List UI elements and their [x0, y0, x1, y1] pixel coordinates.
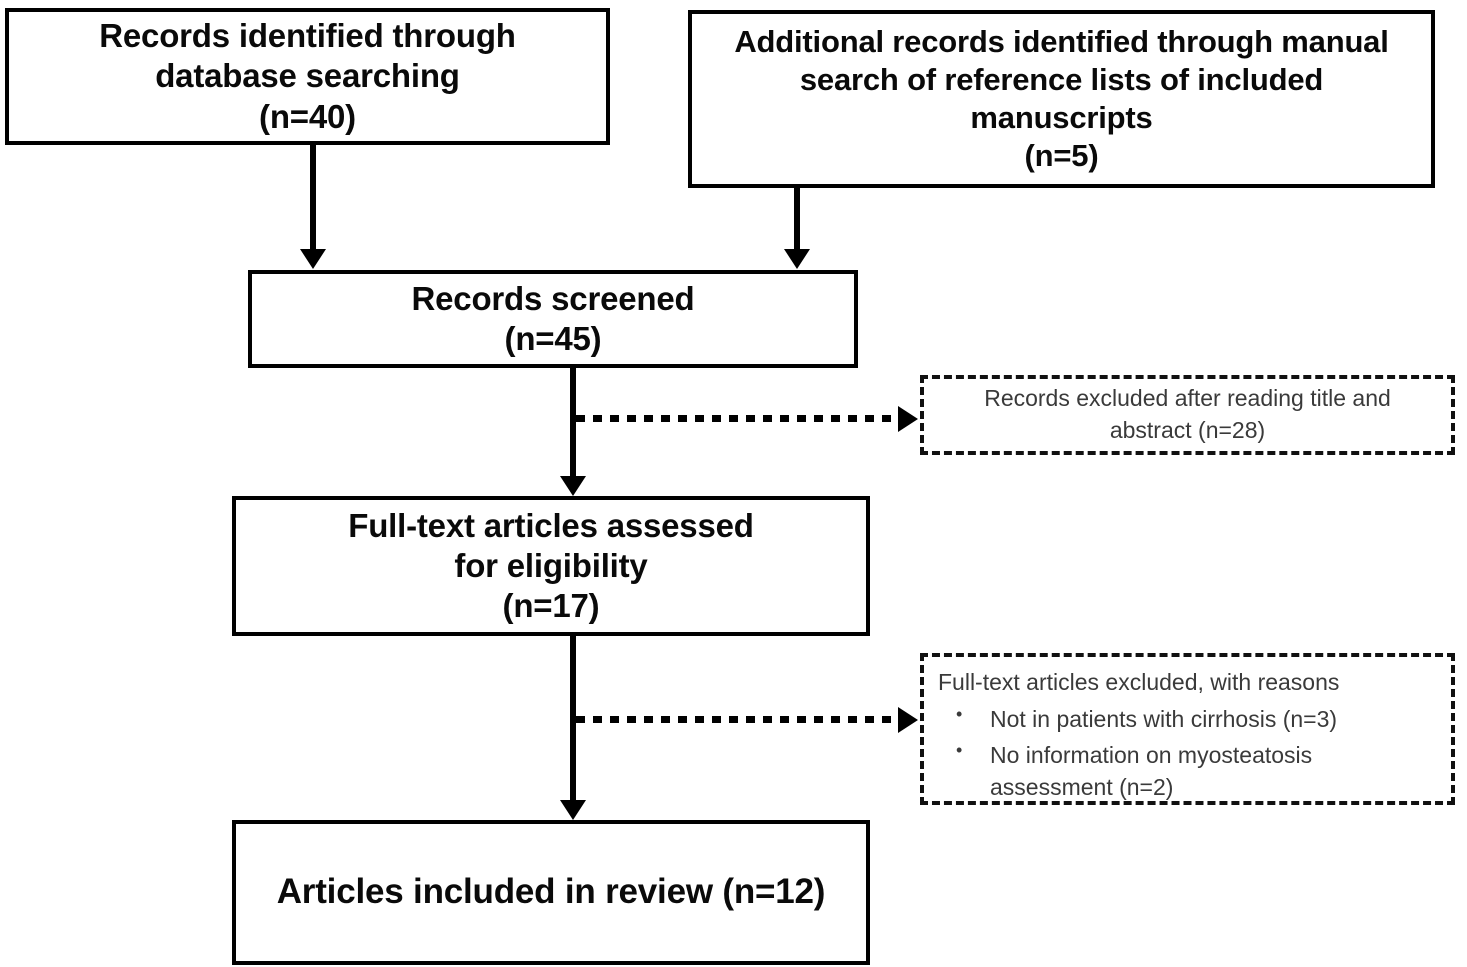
- connector-screened-to-fulltext-line: [570, 368, 576, 478]
- connector-fulltext-to-excluded-line: [576, 716, 898, 723]
- bullet-icon: •: [956, 740, 963, 761]
- box-records-excluded-screening-text: Records excluded after reading title and…: [984, 385, 1391, 443]
- box-records-excluded-screening: Records excluded after reading title and…: [920, 375, 1455, 455]
- connector-screened-to-excluded-line: [576, 415, 898, 422]
- list-item: • Not in patients with cirrhosis (n=3): [956, 704, 1439, 736]
- box-records-screened-text: Records screened(n=45): [411, 279, 695, 357]
- box-records-screened: Records screened(n=45): [248, 270, 858, 368]
- box-articles-included: Articles included in review (n=12): [232, 820, 870, 965]
- list-item: • No information on myosteatosis assessm…: [956, 740, 1439, 803]
- list-item-label-continued: assessment (n=2): [990, 774, 1174, 801]
- connector-database-to-screened-line: [310, 145, 316, 251]
- connector-fulltext-to-included-line: [570, 636, 576, 802]
- fulltext-excluded-reason-list: • Not in patients with cirrhosis (n=3) •…: [938, 704, 1439, 804]
- box-records-identified-manual-text: Additional records identified through ma…: [734, 24, 1389, 173]
- connector-database-to-screened-arrowhead: [300, 249, 326, 269]
- bullet-icon: •: [956, 703, 963, 724]
- connector-fulltext-to-included-arrowhead: [560, 800, 586, 820]
- box-fulltext-excluded-heading: Full-text articles excluded, with reason…: [938, 669, 1340, 695]
- list-item-label: No information on myosteatosis: [990, 742, 1313, 769]
- connector-manual-to-screened-arrowhead: [784, 249, 810, 269]
- box-records-identified-manual: Additional records identified through ma…: [688, 10, 1435, 188]
- connector-screened-to-excluded-arrowhead: [898, 406, 918, 432]
- list-item-label: Not in patients with cirrhosis (n=3): [990, 705, 1338, 732]
- box-fulltext-excluded-reasons: Full-text articles excluded, with reason…: [920, 653, 1455, 805]
- connector-screened-to-fulltext-arrowhead: [560, 476, 586, 496]
- box-articles-included-text: Articles included in review (n=12): [276, 872, 826, 912]
- connector-manual-to-screened-line: [794, 188, 800, 251]
- connector-fulltext-to-excluded-arrowhead: [898, 707, 918, 733]
